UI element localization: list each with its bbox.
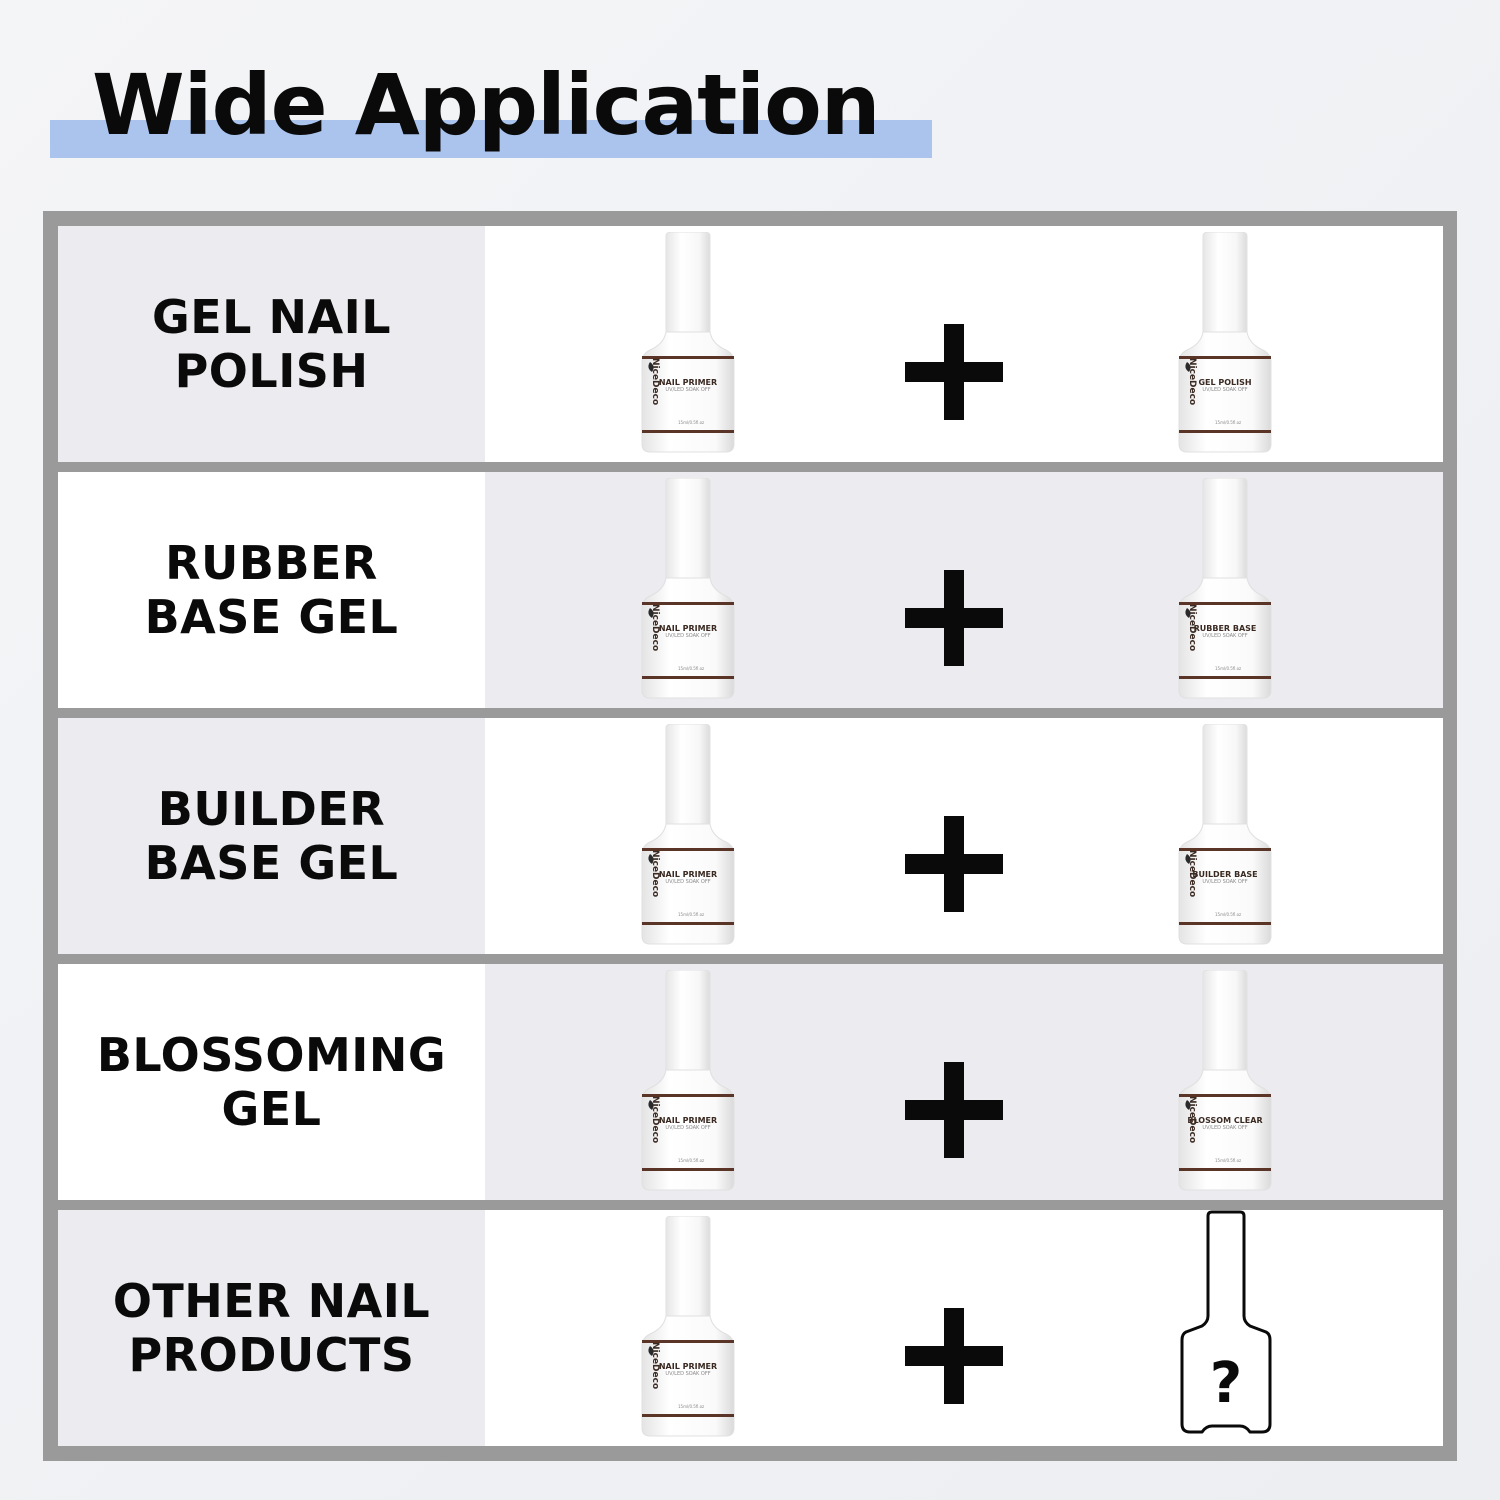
bottle-graphic <box>641 724 735 945</box>
product-bottle: RUBBER BASE UV/LED SOAK OFF NiceDeco 15m… <box>1175 478 1275 702</box>
row-label-cell: BLOSSOMING GEL <box>58 964 485 1200</box>
plus-icon <box>905 570 1003 666</box>
bottle-volume: 15ml/0.5fl.oz <box>1215 420 1242 425</box>
title-block: Wide Application <box>50 48 935 163</box>
bottle-graphic <box>1178 724 1272 945</box>
bottle-volume: 15ml/0.5fl.oz <box>678 666 705 671</box>
bottle-volume: 15ml/0.5fl.oz <box>1215 666 1242 671</box>
bottle-label: NAIL PRIMER <box>658 1362 718 1371</box>
plus-icon <box>905 324 1003 420</box>
bottle-sublabel: UV/LED SOAK OFF <box>665 1371 711 1377</box>
plus-icon <box>905 816 1003 912</box>
bottle-label: NAIL PRIMER <box>658 870 718 879</box>
plus-icon <box>905 1062 1003 1158</box>
bottle-volume: 15ml/0.5fl.oz <box>1215 1158 1242 1163</box>
bottle-label: NAIL PRIMER <box>658 1116 718 1125</box>
bottle-sublabel: UV/LED SOAK OFF <box>665 633 711 639</box>
brand-text: NiceDeco <box>650 1342 660 1390</box>
product-bottle: GEL POLISH UV/LED SOAK OFF NiceDeco 15ml… <box>1175 232 1275 456</box>
bottle-sublabel: UV/LED SOAK OFF <box>665 879 711 885</box>
primer-bottle: NAIL PRIMER UV/LED SOAK OFF NiceDeco 15m… <box>638 478 738 702</box>
bottle-graphic <box>641 232 735 453</box>
brand-text: NiceDeco <box>650 850 660 898</box>
question-mark: ? <box>1210 1351 1242 1416</box>
row-image-cell: NAIL PRIMER UV/LED SOAK OFF NiceDeco 15m… <box>485 472 1443 708</box>
row-image-cell: NAIL PRIMER UV/LED SOAK OFF NiceDeco 15m… <box>485 1210 1443 1446</box>
plus-icon <box>905 1308 1003 1404</box>
table-row: BLOSSOMING GEL NAIL PRIMER UV/LED SOAK O <box>58 964 1443 1200</box>
page-title: Wide Application <box>92 56 881 154</box>
row-label-cell: RUBBER BASE GEL <box>58 472 485 708</box>
brand-text: NiceDeco <box>1187 358 1197 406</box>
bottle-label: NAIL PRIMER <box>658 624 718 633</box>
bottle-label: BLOSSOM CLEAR <box>1187 1116 1263 1125</box>
product-bottle: BUILDER BASE UV/LED SOAK OFF NiceDeco 15… <box>1175 724 1275 948</box>
bottle-sublabel: UV/LED SOAK OFF <box>665 387 711 393</box>
bottle-volume: 15ml/0.5fl.oz <box>678 1158 705 1163</box>
row-image-cell: NAIL PRIMER UV/LED SOAK OFF NiceDeco 15m… <box>485 226 1443 462</box>
bottle-graphic <box>641 1216 735 1437</box>
bottle-sublabel: UV/LED SOAK OFF <box>1202 1125 1248 1131</box>
table-row: RUBBER BASE GEL NAIL PRIMER UV/LED SOAK <box>58 472 1443 708</box>
row-label-cell: OTHER NAIL PRODUCTS <box>58 1210 485 1446</box>
row-label: OTHER NAIL PRODUCTS <box>112 1274 431 1382</box>
bottle-graphic <box>1178 478 1272 699</box>
bottle-graphic <box>1178 232 1272 453</box>
bottle-graphic <box>1178 970 1272 1191</box>
row-label-cell: GEL NAIL POLISH <box>58 226 485 462</box>
title-highlight <box>50 120 932 158</box>
bottle-sublabel: UV/LED SOAK OFF <box>665 1125 711 1131</box>
bottle-sublabel: UV/LED SOAK OFF <box>1202 633 1248 639</box>
product-bottle: BLOSSOM CLEAR UV/LED SOAK OFF NiceDeco 1… <box>1175 970 1275 1194</box>
row-label: BLOSSOMING GEL <box>96 1028 447 1136</box>
row-label: RUBBER BASE GEL <box>144 536 399 644</box>
bottle-graphic <box>641 478 735 699</box>
row-label: GEL NAIL POLISH <box>151 290 392 398</box>
bottle-label: GEL POLISH <box>1198 378 1252 387</box>
bottle-volume: 15ml/0.5fl.oz <box>678 912 705 917</box>
table-row: GEL NAIL POLISH NAIL PRIMER UV/LED SOAK <box>58 226 1443 462</box>
row-label-cell: BUILDER BASE GEL <box>58 718 485 954</box>
bottle-volume: 15ml/0.5fl.oz <box>1215 912 1242 917</box>
bottle-graphic <box>641 970 735 1191</box>
bottle-volume: 15ml/0.5fl.oz <box>678 420 705 425</box>
primer-bottle: NAIL PRIMER UV/LED SOAK OFF NiceDeco 15m… <box>638 1216 738 1440</box>
primer-bottle: NAIL PRIMER UV/LED SOAK OFF NiceDeco 15m… <box>638 970 738 1194</box>
brand-text: NiceDeco <box>1187 850 1197 898</box>
brand-text: NiceDeco <box>1187 1096 1197 1144</box>
bottle-label: NAIL PRIMER <box>658 378 718 387</box>
primer-bottle: NAIL PRIMER UV/LED SOAK OFF NiceDeco 15m… <box>638 724 738 948</box>
bottle-sublabel: UV/LED SOAK OFF <box>1202 879 1248 885</box>
brand-text: NiceDeco <box>650 1096 660 1144</box>
bottle-label: BUILDER BASE <box>1192 870 1258 879</box>
table-row: BUILDER BASE GEL NAIL PRIMER UV/LED SOAK <box>58 718 1443 954</box>
application-table: GEL NAIL POLISH NAIL PRIMER UV/LED SOAK <box>43 211 1457 1461</box>
brand-text: NiceDeco <box>650 604 660 652</box>
row-image-cell: NAIL PRIMER UV/LED SOAK OFF NiceDeco 15m… <box>485 964 1443 1200</box>
table-row: OTHER NAIL PRODUCTS NAIL PRIMER UV/LED S <box>58 1210 1443 1446</box>
brand-text: NiceDeco <box>650 358 660 406</box>
bottle-volume: 15ml/0.5fl.oz <box>678 1404 705 1409</box>
row-image-cell: NAIL PRIMER UV/LED SOAK OFF NiceDeco 15m… <box>485 718 1443 954</box>
bottle-label: RUBBER BASE <box>1193 624 1257 633</box>
bottle-sublabel: UV/LED SOAK OFF <box>1202 387 1248 393</box>
brand-text: NiceDeco <box>1187 604 1197 652</box>
question-bottle-icon: ? <box>1178 1210 1274 1436</box>
primer-bottle: NAIL PRIMER UV/LED SOAK OFF NiceDeco 15m… <box>638 232 738 456</box>
row-label: BUILDER BASE GEL <box>144 782 399 890</box>
